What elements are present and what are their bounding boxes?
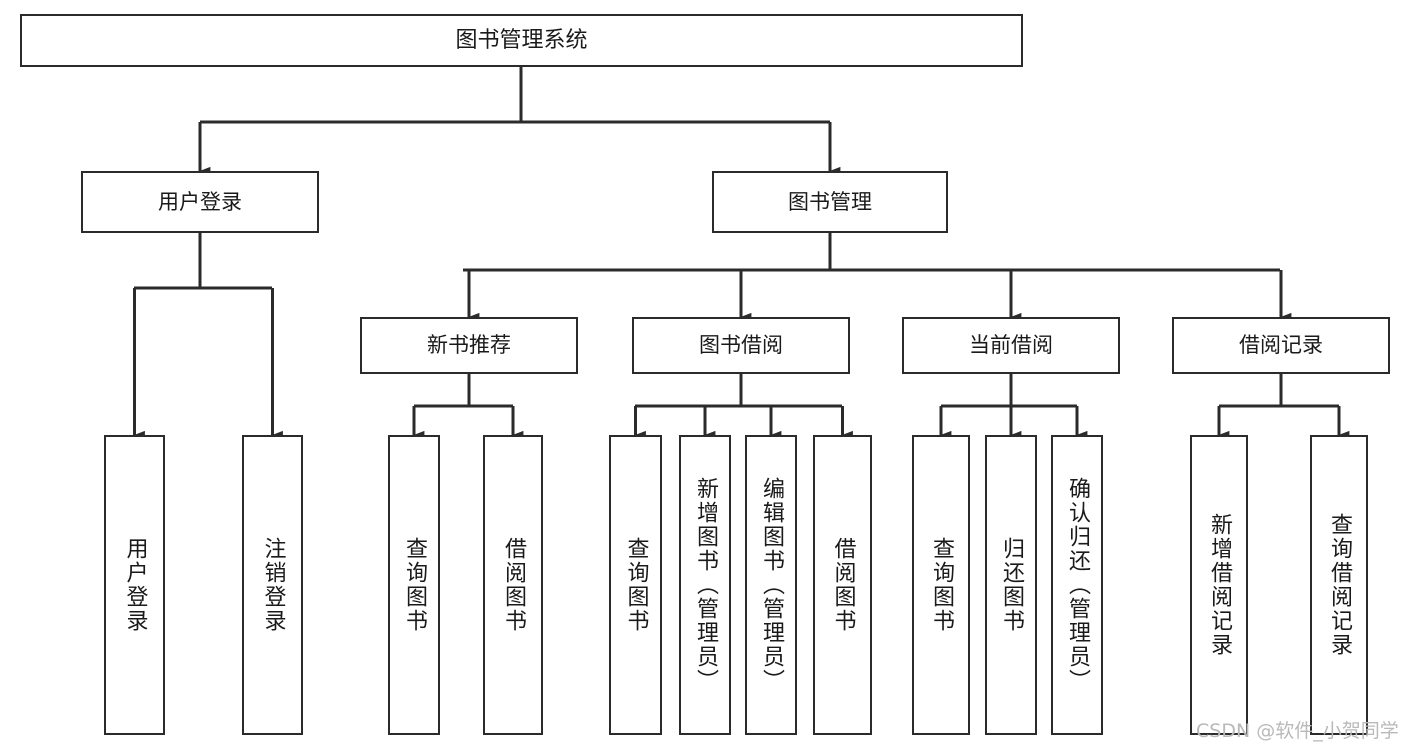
node-label: 借阅记录 xyxy=(1239,333,1323,358)
node-login[interactable]: 用户登录 xyxy=(81,171,319,233)
node-label: 用户登录 xyxy=(158,189,242,214)
node-label: 归还图书 xyxy=(999,537,1024,633)
node-leaf-edit[interactable]: 编辑图书（管理员） xyxy=(745,435,797,735)
node-leaf-borrow1[interactable]: 借阅图书 xyxy=(483,435,543,735)
node-root[interactable]: 图书管理系统 xyxy=(20,14,1023,67)
node-current[interactable]: 当前借阅 xyxy=(902,317,1120,374)
node-label: 图书管理 xyxy=(788,189,872,214)
node-label: 查询图书 xyxy=(623,537,649,633)
node-label: 编辑图书（管理员） xyxy=(759,477,784,693)
node-borrow[interactable]: 图书借阅 xyxy=(632,317,850,374)
node-leaf-query2[interactable]: 查询图书 xyxy=(609,435,662,735)
watermark-text: CSDN @软件_小贺同学 xyxy=(1196,720,1399,742)
node-label: 新增借阅记录 xyxy=(1207,513,1232,657)
node-label: 新书推荐 xyxy=(427,333,511,358)
node-label: 注销登录 xyxy=(260,537,286,633)
node-records[interactable]: 借阅记录 xyxy=(1172,317,1390,374)
node-label: 图书借阅 xyxy=(699,333,783,358)
node-leaf-query1[interactable]: 查询图书 xyxy=(388,435,440,735)
node-label: 确认归还（管理员） xyxy=(1065,477,1090,693)
node-leaf-login[interactable]: 用户登录 xyxy=(104,435,165,735)
node-leaf-query3[interactable]: 查询图书 xyxy=(912,435,970,735)
node-label: 图书管理系统 xyxy=(455,27,588,53)
node-label: 查询借阅记录 xyxy=(1327,513,1352,657)
node-leaf-addrec[interactable]: 新增借阅记录 xyxy=(1190,435,1248,735)
node-label: 借阅图书 xyxy=(830,537,856,633)
node-leaf-add[interactable]: 新增图书（管理员） xyxy=(679,435,731,735)
node-label: 借阅图书 xyxy=(501,537,526,633)
node-leaf-confirm[interactable]: 确认归还（管理员） xyxy=(1051,435,1103,735)
node-leaf-queryrec[interactable]: 查询借阅记录 xyxy=(1310,435,1368,735)
node-newbook[interactable]: 新书推荐 xyxy=(360,317,578,374)
node-label: 用户登录 xyxy=(122,537,148,633)
node-leaf-logout[interactable]: 注销登录 xyxy=(242,435,303,735)
node-label: 当前借阅 xyxy=(969,333,1053,358)
node-label: 新增图书（管理员） xyxy=(693,477,718,693)
node-leaf-borrow2[interactable]: 借阅图书 xyxy=(813,435,872,735)
node-label: 查询图书 xyxy=(929,537,954,633)
node-label: 查询图书 xyxy=(402,537,427,633)
node-leaf-return[interactable]: 归还图书 xyxy=(985,435,1037,735)
connector-paths xyxy=(133,67,1350,440)
node-bookmgmt[interactable]: 图书管理 xyxy=(712,171,948,233)
